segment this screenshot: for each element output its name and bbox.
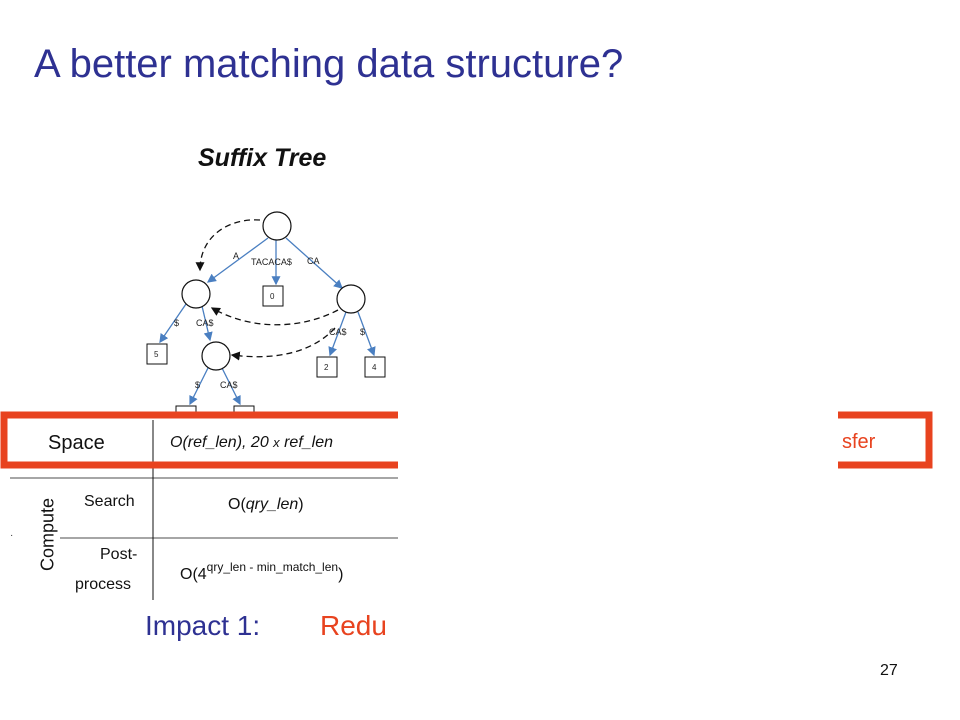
edge-label-root-left: A: [233, 251, 239, 261]
tree-node-aca: [201, 341, 231, 371]
suffix-tree-heading: Suffix Tree: [198, 144, 327, 172]
edge-left-leaf: [159, 303, 187, 344]
edge-label-right-right: $: [360, 327, 365, 337]
space-value-prefix: O(ref_len), 20: [170, 434, 274, 451]
edge-right-left: [328, 311, 347, 357]
page-number: 27: [880, 662, 898, 679]
leaf-label-right-a: 2: [324, 363, 329, 372]
leaf-box-right-b: [364, 356, 386, 378]
tree-node-a: [181, 279, 211, 309]
suffix-link-1: [195, 219, 261, 272]
leaf-box-middle: [262, 285, 284, 307]
edge-root-right: [285, 237, 343, 289]
edge-right-right: [357, 311, 376, 357]
suffix-link-2: [210, 307, 339, 326]
tree-node-root: [262, 211, 292, 241]
edge-left-child: [201, 305, 213, 342]
search-row-value: O(qry_len): [228, 496, 304, 514]
edge-label-left-leaf: $: [174, 318, 179, 328]
leaf-label-right-b: 4: [372, 363, 377, 372]
suffix-link-3: [230, 327, 336, 361]
space-value-suffix: ref_len: [279, 434, 334, 451]
edge-label-root-middle: TACACA$: [251, 257, 292, 267]
impact-highlight-text: Redu: [320, 610, 387, 641]
postprocess-row-label-line2: process: [75, 576, 132, 593]
slide-title: A better matching data structure?: [34, 42, 624, 86]
edge-inner-left: [189, 367, 209, 406]
space-value-times: x: [273, 435, 280, 450]
post-value-base: O(4: [180, 566, 207, 583]
leaf-box-left: [146, 343, 168, 365]
edge-label-inner-right: CA$: [220, 380, 238, 390]
compute-row-label: Compute: [37, 497, 58, 572]
space-row-label: Space: [48, 432, 105, 454]
tree-node-ca: [336, 284, 366, 314]
stray-mark: ·: [10, 530, 14, 541]
impact-label: Impact 1:: [145, 610, 261, 641]
search-value-suffix: ): [298, 496, 304, 513]
postprocess-row-label-line1: Post-: [100, 546, 138, 563]
transfer-fragment: sfer: [842, 431, 876, 453]
edge-label-right-left: CA$: [329, 327, 347, 337]
space-row-value: O(ref_len), 20 x ref_len: [170, 434, 333, 452]
suffix-tree-diagram: 0 5 2 4 A TACACA$ CA $ CA$ CA$ $ $ CA$: [146, 211, 386, 415]
leaf-label-middle: 0: [270, 292, 275, 301]
edge-label-root-right: CA: [307, 256, 320, 266]
post-value-suffix: ): [338, 566, 344, 583]
postprocess-row-value: O(4qry_len - min_match_len): [180, 560, 343, 584]
post-value-exponent: qry_len - min_match_len: [206, 560, 339, 574]
leaf-label-left: 5: [154, 350, 159, 359]
occluding-panel: [398, 200, 838, 620]
edge-inner-right: [221, 367, 241, 406]
edge-root-left: [206, 237, 269, 283]
edge-label-left-child: CA$: [196, 318, 214, 328]
leaf-box-right-a: [316, 356, 338, 378]
search-value-var: qry_len: [245, 496, 299, 513]
search-row-label: Search: [84, 493, 135, 510]
edge-label-inner-left: $: [195, 380, 200, 390]
search-value-prefix: O(: [228, 496, 246, 513]
